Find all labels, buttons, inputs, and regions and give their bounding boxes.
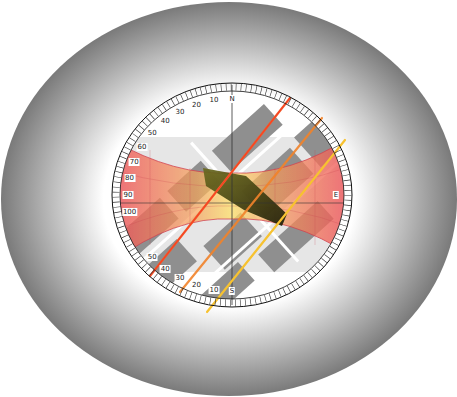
bearing-number: 90: [123, 191, 134, 199]
compass-ring: [112, 83, 352, 307]
bearing-number: 70: [129, 158, 140, 166]
bearing-number: 30: [175, 274, 186, 282]
compass-direction: N: [228, 95, 235, 103]
east-west-axis: [120, 203, 344, 204]
bearing-number: 100: [122, 208, 137, 216]
bearing-number: 30: [175, 108, 186, 116]
bearing-number: 40: [160, 265, 171, 273]
compass-direction: E: [333, 191, 339, 199]
sun-rays: [150, 98, 345, 312]
bearing-number: 60: [136, 143, 147, 151]
compass-direction: S: [229, 287, 235, 295]
bearing-number: 40: [160, 117, 171, 125]
bearing-number: 50: [147, 253, 158, 261]
bearing-number: 10: [208, 286, 219, 294]
bearing-number: 50: [147, 129, 158, 137]
bearing-number: 80: [124, 174, 135, 182]
bearing-number: 20: [191, 101, 202, 109]
bearing-number: 20: [191, 281, 202, 289]
north-south-axis: [232, 85, 233, 305]
bearing-number: 10: [208, 96, 219, 104]
site-plan: [87, 56, 395, 356]
